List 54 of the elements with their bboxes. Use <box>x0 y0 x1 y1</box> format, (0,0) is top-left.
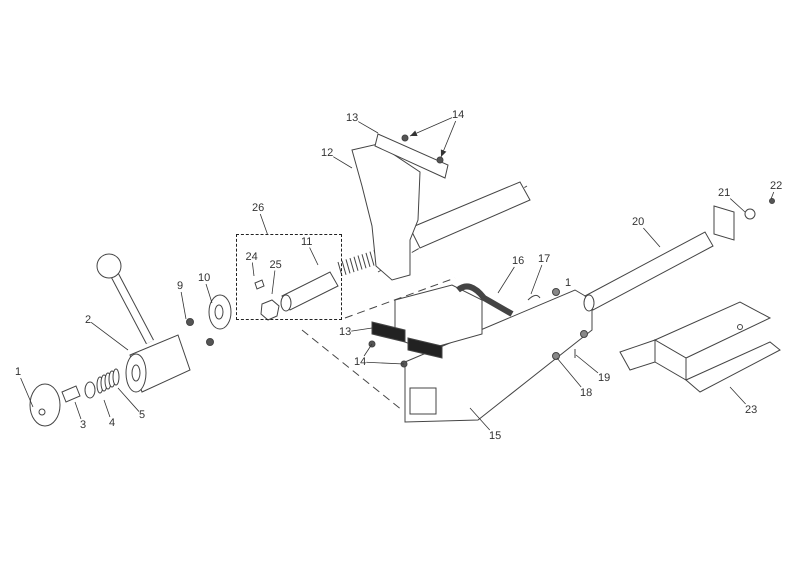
leader-line <box>104 400 110 418</box>
leader-line <box>576 354 598 374</box>
leader-line <box>74 402 82 420</box>
leader-line <box>642 228 660 248</box>
callout-number: 4 <box>109 417 116 429</box>
leader-line <box>730 198 746 212</box>
leader-line <box>730 386 746 404</box>
leader-line <box>410 117 452 136</box>
callout-number: 23 <box>745 404 758 416</box>
callout-number: 1 <box>15 366 22 378</box>
leader-line <box>556 358 582 388</box>
callout-number: 17 <box>538 253 550 265</box>
callout-number: 10 <box>198 272 210 284</box>
callout-number: 24 <box>246 250 258 262</box>
callout-number: 1 <box>565 277 572 289</box>
callout-number: 22 <box>770 180 782 192</box>
callout-number: 5 <box>139 409 146 421</box>
leader-line <box>118 388 140 412</box>
callout-number: 16 <box>512 255 524 267</box>
callout-number: 26 <box>252 202 264 214</box>
leader-line <box>770 192 774 200</box>
callout-number: 18 <box>580 387 592 399</box>
leader-line <box>309 247 318 266</box>
leader-line <box>272 270 276 294</box>
leader-line <box>90 322 128 350</box>
callout-number: 11 <box>301 236 312 248</box>
leader-line <box>364 344 372 356</box>
callout-number: 14 <box>354 356 366 368</box>
leader-line <box>180 292 186 320</box>
leader-line <box>440 120 456 158</box>
callout-number: 15 <box>489 430 502 442</box>
callout-number: 21 <box>718 187 730 199</box>
leader-line <box>260 214 268 234</box>
callout-number: 13 <box>346 112 358 124</box>
callout-number: 14 <box>452 109 464 121</box>
callout-number: 13 <box>339 326 352 338</box>
callout-number: 25 <box>270 258 282 270</box>
leader-line <box>470 408 490 430</box>
callout-number: 19 <box>598 372 610 384</box>
leader-line <box>530 264 542 294</box>
callout-number: 12 <box>321 147 334 159</box>
callout-number: 9 <box>177 280 184 292</box>
dashed-group-frame <box>236 234 342 320</box>
callout-number: 20 <box>632 216 644 228</box>
leader-line <box>332 156 352 168</box>
callout-number: 2 <box>85 314 92 326</box>
leader-line <box>350 328 372 332</box>
callout-number: 3 <box>80 419 86 431</box>
leader-line <box>206 284 212 304</box>
leader-line <box>498 266 515 294</box>
leader-line <box>366 362 404 364</box>
leader-line <box>358 121 378 134</box>
leader-line <box>20 378 34 408</box>
leader-line <box>252 262 254 276</box>
